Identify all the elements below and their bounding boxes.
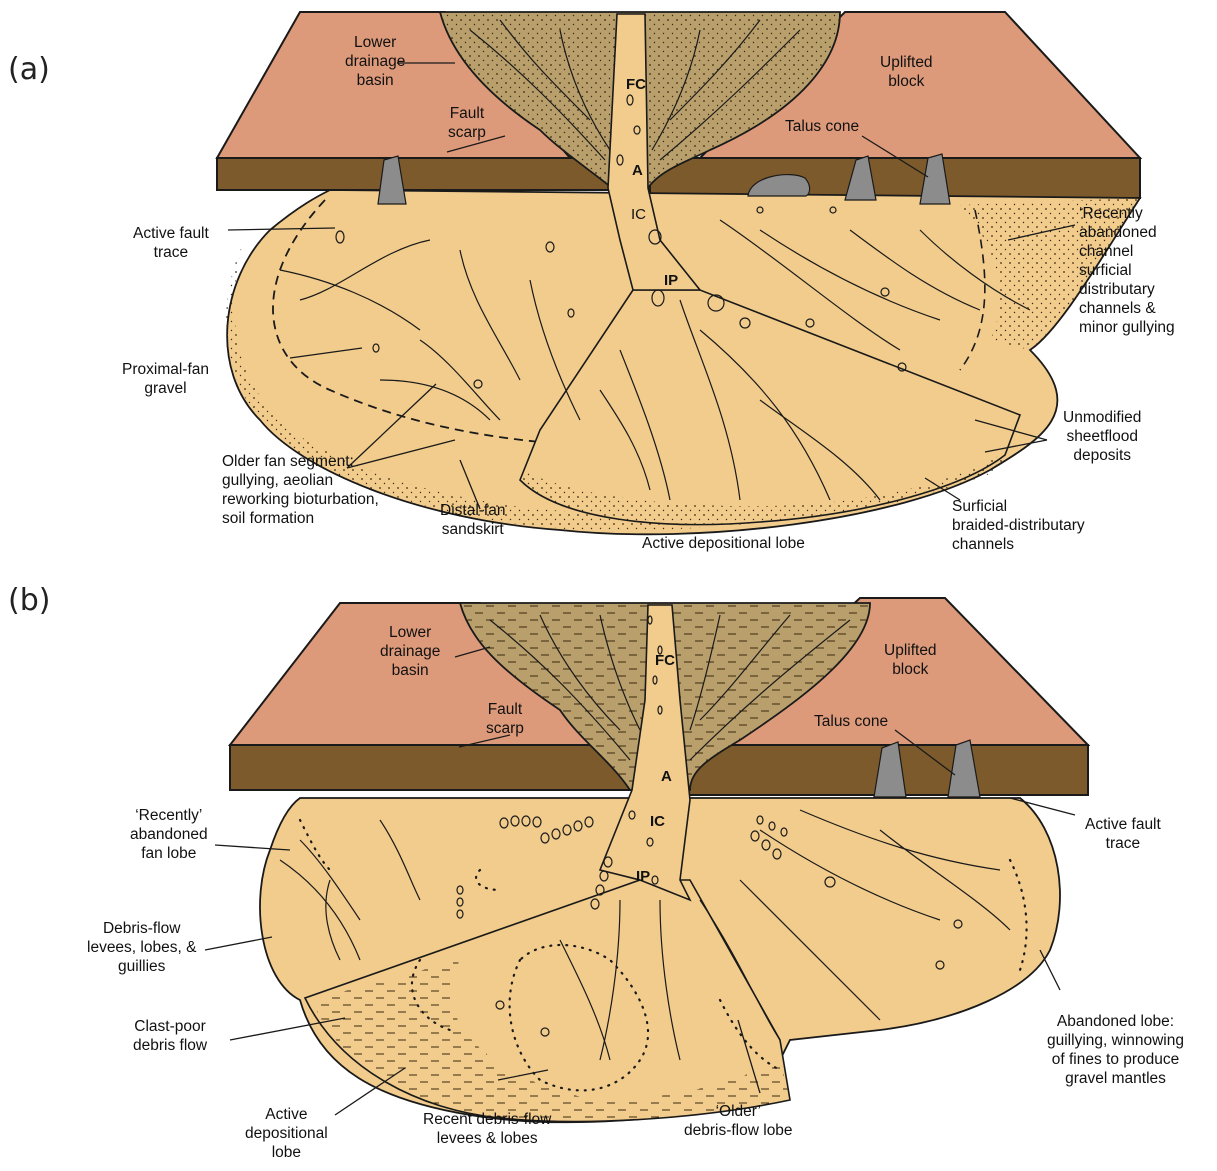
panel-b-label-talus-cone: Talus cone <box>814 712 888 731</box>
panel-a-code-fc: FC <box>626 76 646 93</box>
panel-b-label-older-debris-flow-lobe: ‘Older’ debris-flow lobe <box>684 1102 793 1140</box>
panel-a-label-unmodified-sheetflood: Unmodified sheetflood deposits <box>1063 408 1141 465</box>
panel-b-label-uplifted-block: Uplifted block <box>884 641 937 679</box>
panel-a-label-uplifted-block: Uplifted block <box>880 53 933 91</box>
panel-b-code-ic: IC <box>650 813 665 830</box>
panel-b-label-active-fault-trace: Active fault trace <box>1085 815 1161 853</box>
panel-a-label-recently-abandoned: ‘Recently abandoned channel surficial di… <box>1079 204 1175 337</box>
panel-a-code-ip: IP <box>664 272 678 289</box>
panel-a-label-older-fan-segment: Older fan segment: gullying, aeolian rew… <box>222 452 379 528</box>
panel-b-fault-scarp-face <box>230 745 630 790</box>
panel-a-label-lower-drainage-basin: Lower drainage basin <box>345 33 405 90</box>
panel-b-label-recent-debris-flow: Recent debris-flow levees & lobes <box>423 1110 551 1148</box>
panel-b-label-abandoned-lobe: Abandoned lobe: guillying, winnowing of … <box>1047 1012 1184 1088</box>
panel-b-code-a: A <box>661 768 672 785</box>
panel-b-code-fc: FC <box>655 652 675 669</box>
panel-a-label-active-depositional-lobe: Active depositional lobe <box>642 534 805 553</box>
panel-a-label-fault-scarp: Fault scarp <box>448 104 486 142</box>
panel-a-label-talus-cone: Talus cone <box>785 117 859 136</box>
panel-b-code-ip: IP <box>636 868 650 885</box>
panel-b-label-active-depositional-lobe: Active depositional lobe <box>245 1105 328 1162</box>
panel-a-fault-scarp-face-right <box>650 158 1140 198</box>
panel-a-fault-scarp-face <box>217 158 610 190</box>
panel-b-label-lower-drainage-basin: Lower drainage basin <box>380 623 440 680</box>
panel-a-code-a: A <box>632 162 643 179</box>
panel-b-label-recently-abandoned-fan-lobe: ‘Recently’ abandoned fan lobe <box>130 806 208 863</box>
panel-b-label-debris-flow-levees: Debris-flow levees, lobes, & guillies <box>87 919 196 976</box>
panel-a-label-active-fault-trace: Active fault trace <box>133 224 209 262</box>
panel-a-code-ic: IC <box>631 206 646 223</box>
panel-b-label-clast-poor-debris-flow: Clast-poor debris flow <box>133 1017 207 1055</box>
panel-b-label-fault-scarp: Fault scarp <box>486 700 524 738</box>
panel-a-label-proximal-fan-gravel: Proximal-fan gravel <box>122 360 209 398</box>
panel-a-label-distal-fan-sandskirt: Distal-fan sandskirt <box>440 501 505 539</box>
panel-a-label-surficial-braided: Surficial braided-distributary channels <box>952 497 1085 554</box>
panel-a-tag: (a) <box>8 52 50 87</box>
panel-b-artwork <box>205 598 1088 1122</box>
panel-b-tag: (b) <box>8 583 50 618</box>
